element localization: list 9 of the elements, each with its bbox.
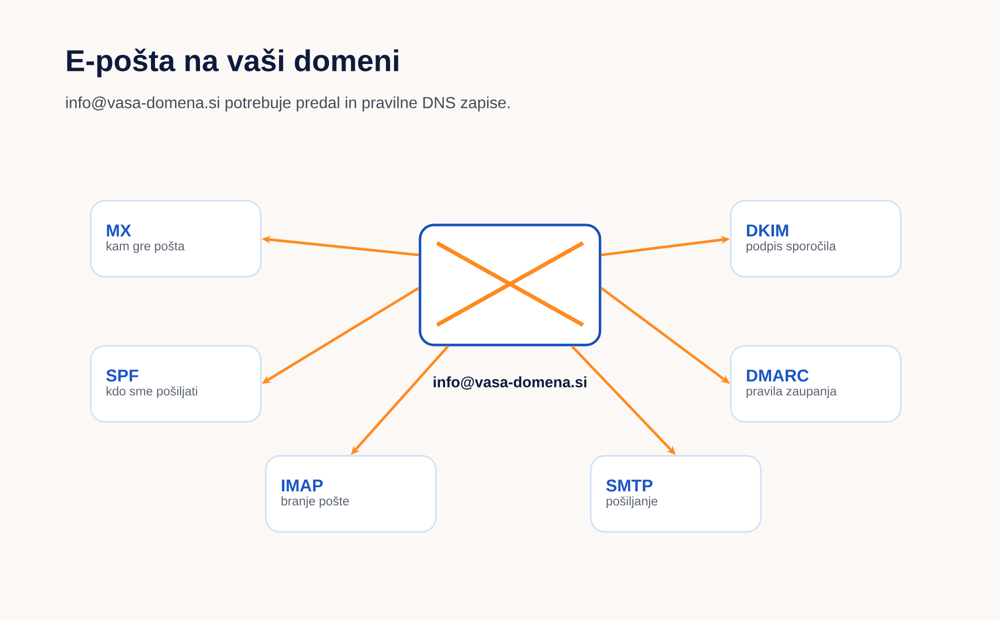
record-card: DMARC pravila zaupanja: [730, 344, 902, 423]
record-card: MX kam gre pošta: [90, 200, 262, 278]
record-card: IMAP branje pošte: [265, 454, 437, 533]
title: E-pošta na vaši domeni: [67, 48, 398, 78]
record-card: SMTP pošiljanje: [590, 454, 762, 533]
subtitle: info@vasa-domena.si potrebuje predal in pravilne DNS zapise.: [66, 96, 510, 112]
record-card: DKIM podpis sporočila: [730, 200, 902, 278]
address-label: info@vasa-domena.si: [434, 376, 586, 390]
record-card: SPF kdo sme pošiljati: [90, 344, 262, 423]
